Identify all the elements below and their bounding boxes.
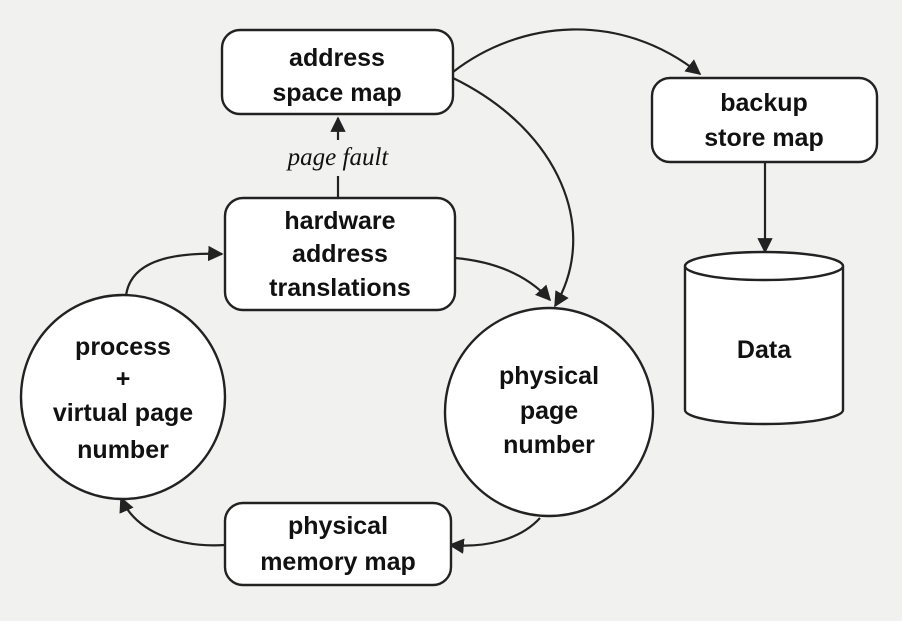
edge-translations-to-physical-page: [454, 256, 552, 302]
data-label: Data: [737, 336, 792, 364]
memory-map-line-1: physical: [288, 512, 388, 540]
node-process-virtual-page-number: process + virtual page number: [19, 293, 227, 501]
physical-page-line-2: page: [520, 397, 578, 425]
node-physical-page-number: physical page number: [443, 306, 655, 518]
node-backup-store-map: backup store map: [650, 76, 879, 164]
process-line-2: +: [116, 365, 131, 393]
node-physical-memory-map: physical memory map: [223, 501, 453, 587]
node-data-cylinder: Data: [683, 250, 845, 426]
edge-process-to-translations: [124, 245, 224, 297]
edge-memory-map-to-process: [119, 496, 226, 547]
process-line-1: process: [75, 333, 171, 361]
memory-map-line-2: memory map: [260, 548, 416, 576]
physical-page-line-3: number: [503, 431, 595, 459]
hardware-line-2: address: [292, 240, 388, 268]
address-space-map-line-1: address: [289, 44, 385, 72]
physical-page-line-1: physical: [499, 362, 599, 390]
edge-physical-page-to-memory-map: [448, 517, 541, 554]
backup-store-map-line-1: backup: [720, 89, 808, 117]
edge-address-to-physical-page: [452, 77, 575, 308]
node-address-space-map: address space map: [220, 28, 455, 116]
address-space-map-line-2: space map: [272, 79, 401, 107]
edges: [119, 28, 773, 554]
process-line-3: virtual page: [53, 399, 193, 427]
hardware-line-3: translations: [269, 274, 411, 302]
edge-address-to-backup: [452, 28, 702, 75]
process-line-4: number: [77, 436, 169, 464]
node-hardware-address-translations: hardware address translations: [223, 196, 457, 312]
hardware-line-1: hardware: [284, 207, 395, 235]
page-fault-label: page fault: [286, 144, 390, 171]
backup-store-map-line-2: store map: [704, 124, 823, 152]
